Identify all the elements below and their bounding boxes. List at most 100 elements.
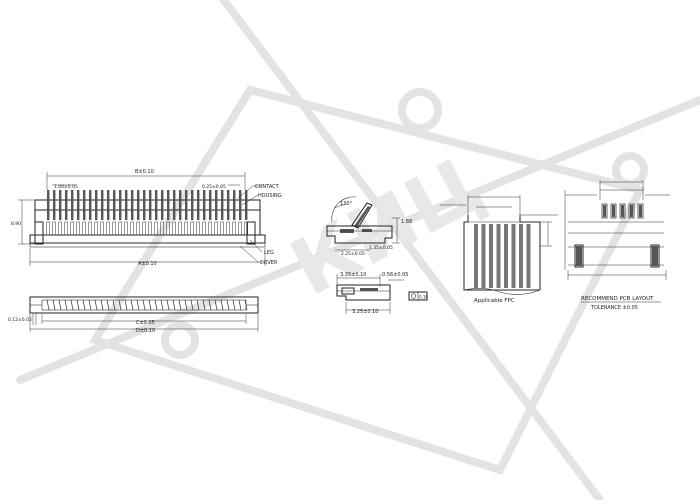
front-contact-pin [65, 190, 68, 220]
front-contact-pin [95, 190, 98, 220]
dim-bottom-inner-label: C±0.05 [136, 320, 155, 326]
front-contact-slot [136, 221, 140, 236]
front-contact-slot [214, 221, 218, 236]
pcb-side-pad-right [650, 244, 660, 268]
front-leg-left [34, 221, 44, 245]
front-contact-pin [53, 190, 56, 220]
bottom-contact-pin [196, 299, 200, 311]
front-contact-pin [161, 190, 164, 220]
bottom-contact-pin [88, 299, 92, 311]
front-contact-slot [82, 221, 86, 236]
fpc-trace [489, 224, 493, 288]
front-contact-slot [46, 221, 50, 236]
bottom-contact-pin [160, 299, 164, 311]
callout-leg: LEG [264, 250, 274, 256]
front-contact-pin [167, 190, 170, 220]
side-height-label: 1.88 [401, 219, 412, 225]
front-contact-slot [124, 221, 128, 236]
front-contact-slot [76, 221, 80, 236]
bottom-contact-pin [64, 299, 68, 311]
front-contact-slot [196, 221, 200, 236]
bottom-contact-pin [148, 299, 152, 311]
bottom-contact-pin [124, 299, 128, 311]
front-housing-body [34, 209, 261, 236]
front-contact-pin [179, 190, 182, 220]
front-contact-pin [155, 190, 158, 220]
bottom-contact-pin [178, 299, 182, 311]
front-contact-pin [233, 190, 236, 220]
front-contact-slot [58, 221, 62, 236]
pcb-side-pad-left [574, 244, 584, 268]
front-contact-pin [185, 190, 188, 220]
bottom-contact-pin [226, 299, 230, 311]
front-contact-slot [238, 221, 242, 236]
pcb-tolerance: TOLERANCE ±0.05 [590, 305, 638, 311]
dim-bottom-left-label: 0.12±0.05 [8, 317, 32, 323]
bottom-contact-pin [190, 299, 194, 311]
front-contact-pin [71, 190, 74, 220]
side-view: 130° 1.88 2.25±0.05 1.35±0.05 3.35±0.10 … [326, 196, 428, 315]
front-contact-slot [106, 221, 110, 236]
front-contact-slot [178, 221, 182, 236]
front-contact-slot [94, 221, 98, 236]
pcb-pad [601, 203, 608, 219]
fpc-trace [526, 224, 531, 288]
bottom-contact-pin [118, 299, 122, 311]
bottom-contact-pin [112, 299, 116, 311]
pcb-pad-fill [639, 205, 642, 217]
side-flap [351, 202, 373, 229]
angle-label: 130° [340, 201, 353, 207]
front-contact-pin [107, 190, 110, 220]
front-contact-slot [154, 221, 158, 236]
front-contact-pin [227, 190, 230, 220]
front-contact-slot [232, 221, 236, 236]
pcb-pad [619, 203, 626, 219]
dim-bottom-label: A±0.10 [138, 261, 157, 267]
side-step-label: 1.35±0.05 [369, 245, 393, 251]
front-contact-slot [148, 221, 152, 236]
bottom-contact-pin [166, 299, 170, 311]
dim-height-label: 8.90 [11, 221, 21, 227]
bottom-contact-pin [106, 299, 110, 311]
front-contact-pin [113, 190, 116, 220]
bottom-contact-pin [46, 299, 50, 311]
front-contact-pin [101, 190, 104, 220]
side-side-label: 0.56±0.05 [382, 272, 408, 278]
front-view: B±0.10 1.00±0.05 0.25±0.05 8.90 A±0.10 C… [11, 169, 282, 267]
pcb-pad-fill [621, 205, 624, 217]
front-contact-slot [190, 221, 194, 236]
bottom-contact-pin [100, 299, 104, 311]
flatness-value: 0.10 [419, 295, 428, 300]
fpc-caption: Applicable FPC [474, 298, 515, 304]
pcb-pad-fill [612, 205, 615, 217]
front-contact-pin [59, 190, 62, 220]
side-lower-body [336, 284, 391, 301]
bottom-contact-pin [214, 299, 218, 311]
front-contact-pin [137, 190, 140, 220]
pcb-pad [628, 203, 635, 219]
front-contact-pin [119, 190, 122, 220]
front-housing-top [34, 199, 261, 211]
bottom-contact-pin [70, 299, 74, 311]
front-housing-base [29, 234, 266, 244]
side-depth-label: 2.25±0.05 [341, 251, 365, 257]
fpc-trace [496, 224, 501, 288]
pcb-view: RECOMMEND PCB LAYOUT TOLERANCE ±0.05 [564, 180, 670, 311]
front-contact-slot [244, 221, 248, 236]
front-contact-slot [166, 221, 170, 236]
pcb-pad [610, 203, 617, 219]
fpc-trace [481, 224, 486, 288]
bottom-contact-pin [142, 299, 146, 311]
fpc-trace [504, 224, 508, 288]
bottom-contact-pin [154, 299, 158, 311]
bottom-view: 0.12±0.05 C±0.05 D±0.10 [8, 296, 259, 334]
bottom-contact-pin [208, 299, 212, 311]
bottom-contact-pin [244, 299, 248, 311]
bottom-contact-pin [82, 299, 86, 311]
front-contact-slot [52, 221, 56, 236]
bottom-contact-pin [136, 299, 140, 311]
bottom-contact-pin [76, 299, 80, 311]
callout-contact: CONTACT [255, 184, 280, 190]
bottom-contacts [46, 299, 248, 311]
